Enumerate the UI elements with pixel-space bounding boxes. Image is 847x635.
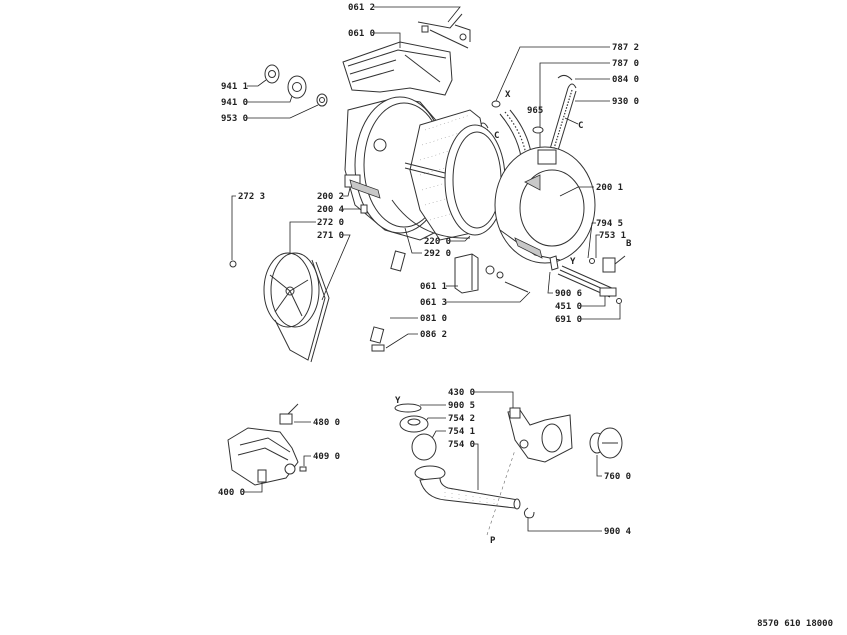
marker-y-bottom: Y bbox=[395, 396, 401, 406]
label-754-0: 754 0 bbox=[448, 440, 475, 450]
label-760-0: 760 0 bbox=[604, 472, 631, 482]
ball-754-1 bbox=[411, 433, 437, 461]
label-061-2: 061 2 bbox=[348, 3, 375, 13]
label-061-0: 061 0 bbox=[348, 29, 375, 39]
clip-200-4 bbox=[360, 204, 368, 214]
label-941-0: 941 0 bbox=[221, 98, 248, 108]
label-061-1: 061 1 bbox=[420, 282, 447, 292]
label-787-0: 787 0 bbox=[612, 59, 639, 69]
label-787-2: 787 2 bbox=[612, 43, 639, 53]
seal-953-0 bbox=[316, 93, 328, 107]
clip-787-2 bbox=[491, 100, 501, 108]
label-753-1: 753 1 bbox=[599, 231, 626, 241]
heater-451-0 bbox=[557, 265, 617, 298]
label-794-5: 794 5 bbox=[596, 219, 623, 229]
label-754-2: 754 2 bbox=[448, 414, 475, 424]
label-200-4: 200 4 bbox=[317, 205, 345, 215]
label-400-0: 400 0 bbox=[218, 488, 245, 498]
label-754-1: 754 1 bbox=[448, 427, 475, 437]
pump-430-0 bbox=[507, 407, 573, 463]
label-086-2: 086 2 bbox=[420, 330, 447, 340]
clamp-900-4 bbox=[523, 507, 535, 519]
cap-754-2 bbox=[399, 415, 429, 433]
brush-480-0 bbox=[279, 403, 299, 425]
label-941-1: 941 1 bbox=[221, 82, 248, 92]
label-430-0: 430 0 bbox=[448, 388, 475, 398]
nut-272-3 bbox=[229, 260, 237, 268]
marker-x: X bbox=[505, 90, 511, 100]
tub-front-200-1 bbox=[494, 146, 596, 264]
label-691-0: 691 0 bbox=[555, 315, 582, 325]
clip-409-0 bbox=[299, 466, 307, 472]
drum-220-0 bbox=[404, 109, 506, 241]
pulley-272-0 bbox=[263, 252, 320, 328]
clip-900-6 bbox=[549, 255, 559, 271]
nut-794-5 bbox=[589, 258, 595, 264]
shock-absorber-081-0 bbox=[369, 250, 406, 344]
weight-bolt-061-2 bbox=[417, 13, 471, 49]
label-272-0: 272 0 bbox=[317, 218, 344, 228]
label-061-3: 061 3 bbox=[420, 298, 447, 308]
label-409-0: 409 0 bbox=[313, 452, 340, 462]
document-code: 8570 610 18000 bbox=[757, 619, 833, 629]
marker-c-right: C bbox=[578, 121, 583, 131]
seal-292-0 bbox=[391, 199, 471, 239]
marker-p: P bbox=[490, 536, 496, 546]
label-480-0: 480 0 bbox=[313, 418, 340, 428]
label-451-0: 451 0 bbox=[555, 302, 582, 312]
label-220-0: 220 0 bbox=[424, 237, 451, 247]
bearing-941-0 bbox=[287, 75, 307, 99]
label-271-0: 271 0 bbox=[317, 231, 344, 241]
spring-930-0 bbox=[547, 83, 577, 158]
marker-b: B bbox=[626, 239, 632, 249]
label-272-3: 272 3 bbox=[238, 192, 265, 202]
label-900-6: 900 6 bbox=[555, 289, 582, 299]
label-900-5: 900 5 bbox=[448, 401, 475, 411]
belt-271-0 bbox=[274, 259, 326, 361]
label-953-0: 953 0 bbox=[221, 114, 248, 124]
bracket-061-1 bbox=[454, 253, 529, 294]
nut-691-0 bbox=[616, 298, 622, 304]
motor-400-0 bbox=[227, 427, 299, 486]
clamp-900-5 bbox=[394, 403, 422, 413]
label-084-0: 084 0 bbox=[612, 75, 639, 85]
filter-760-0 bbox=[589, 427, 623, 459]
label-965: 965 bbox=[527, 106, 543, 116]
guide-line-p bbox=[486, 449, 516, 536]
label-200-2: 200 2 bbox=[317, 192, 344, 202]
drain-hose-754-0 bbox=[414, 465, 521, 510]
marker-y-top: Y bbox=[570, 257, 576, 267]
label-900-4: 900 4 bbox=[604, 527, 632, 537]
cap-965 bbox=[532, 126, 544, 134]
marker-c-left: C bbox=[494, 131, 499, 141]
label-200-1: 200 1 bbox=[596, 183, 623, 193]
label-081-0: 081 0 bbox=[420, 314, 447, 324]
bearing-941-1 bbox=[264, 64, 280, 84]
label-292-0: 292 0 bbox=[424, 249, 451, 259]
counterweight-061-0 bbox=[342, 41, 453, 96]
thermostat-753-1 bbox=[602, 255, 626, 273]
label-930-0: 930 0 bbox=[612, 97, 639, 107]
clip-086-2 bbox=[371, 344, 385, 352]
clip-084-0 bbox=[557, 74, 573, 81]
